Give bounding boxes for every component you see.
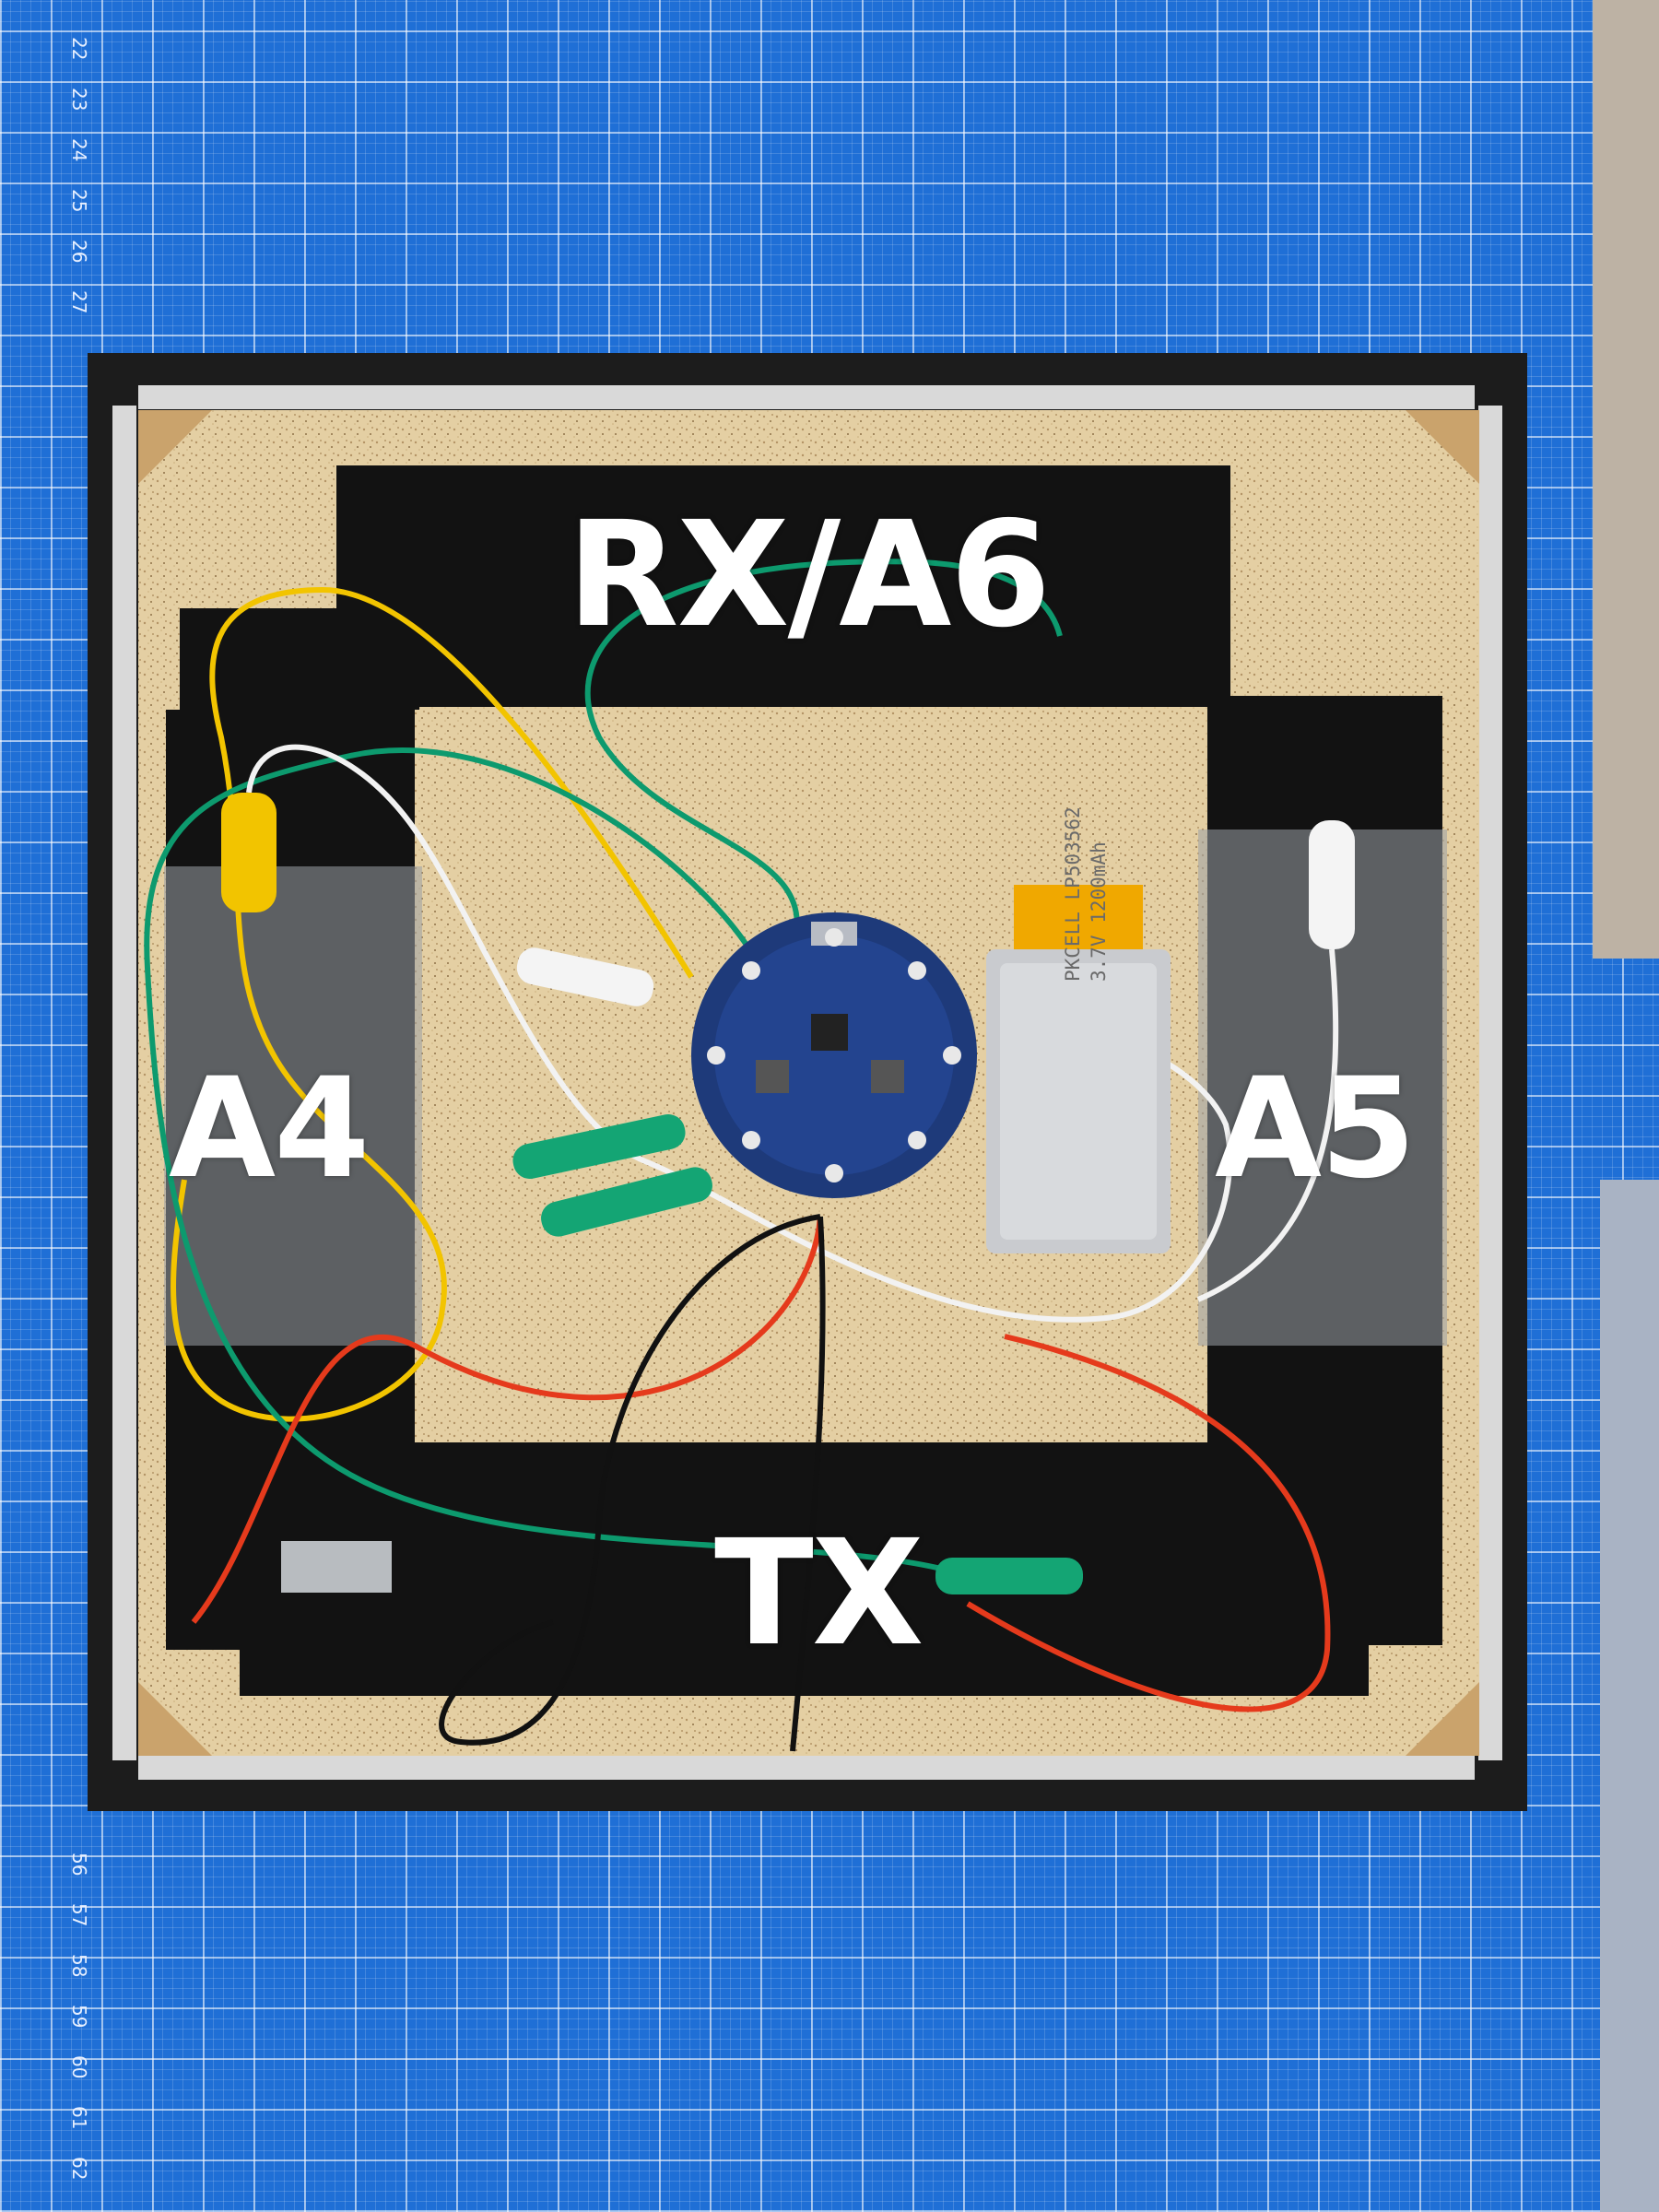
led-strip-bottom — [138, 1756, 1475, 1780]
wire-yellow — [171, 586, 694, 1422]
led-strip-left — [112, 406, 136, 1760]
wire-green — [584, 559, 1063, 970]
led-strip-right — [1478, 406, 1502, 1760]
label-rx-a6: RX/A6 — [567, 490, 1051, 660]
wire-red — [966, 1334, 1331, 1712]
tape-top-extension — [180, 608, 419, 710]
alligator-clip-green — [512, 1114, 686, 1179]
aluminum-strip-left — [164, 866, 422, 1346]
led-strip-top — [138, 385, 1475, 409]
battery-label-line2: 3.7V 1200mAh — [1088, 841, 1110, 982]
wire-green — [144, 747, 969, 1579]
corner-brace — [1406, 410, 1479, 484]
label-a4: A4 — [169, 1049, 370, 1209]
battery-tab — [1014, 885, 1143, 949]
wire-black — [439, 1214, 821, 1746]
acrylic-sheet-bottom — [1600, 1180, 1659, 2212]
alligator-clip-green — [935, 1558, 1083, 1594]
label-a5: A5 — [1215, 1049, 1416, 1209]
wire-white — [246, 744, 1233, 1323]
wire-white — [1196, 948, 1339, 1302]
button — [756, 1060, 789, 1093]
battery-label: PKCELL LP503562 3.7V 1200mAh — [1060, 806, 1112, 982]
alligator-clip-yellow — [221, 793, 276, 912]
label-tx: TX — [714, 1509, 924, 1678]
wire-black — [790, 1216, 826, 1752]
tape-top — [336, 465, 1230, 707]
alligator-clip-white — [516, 947, 654, 1006]
alligator-clip-green — [541, 1167, 712, 1237]
corner-brace — [1406, 1682, 1479, 1756]
corner-brace — [138, 410, 212, 484]
wire-red — [191, 1216, 823, 1624]
acrylic-sheet-top — [1593, 0, 1659, 959]
alligator-clip-white — [1309, 820, 1355, 949]
battery-label-line1: PKCELL LP503562 — [1062, 806, 1084, 982]
chip — [811, 1014, 848, 1051]
button — [871, 1060, 904, 1093]
corner-brace — [138, 1682, 212, 1756]
foil-patch — [281, 1541, 392, 1593]
